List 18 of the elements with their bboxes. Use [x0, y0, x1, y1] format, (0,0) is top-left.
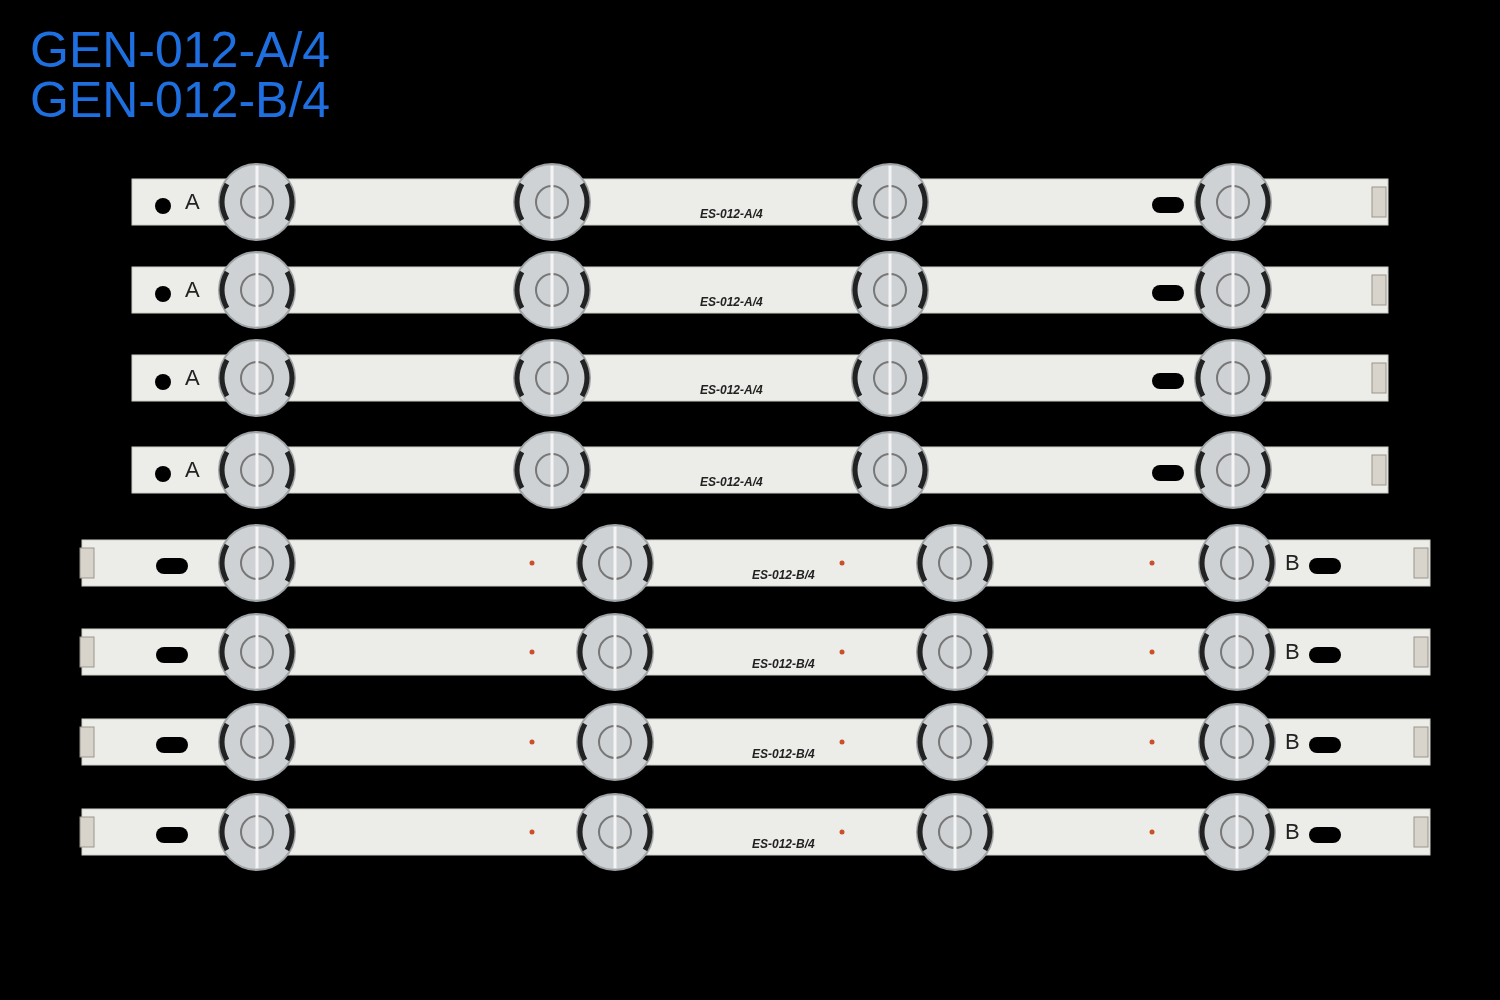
- strip-type-letter: B: [1285, 731, 1300, 753]
- part-number: ES-012-B/4: [752, 748, 815, 760]
- part-number: ES-012-B/4: [752, 838, 815, 850]
- strip-type-letter: B: [1285, 641, 1300, 663]
- strip-type-letter: A: [185, 459, 200, 481]
- strip-type-letter: A: [185, 191, 200, 213]
- strip-type-letter: A: [185, 279, 200, 301]
- part-number: ES-012-A/4: [700, 384, 763, 396]
- part-number: ES-012-B/4: [752, 569, 815, 581]
- part-number: ES-012-A/4: [700, 476, 763, 488]
- part-number: ES-012-A/4: [700, 296, 763, 308]
- model-number: GEN-012-B/4: [30, 75, 331, 125]
- strip-type-letter: A: [185, 367, 200, 389]
- model-number: GEN-012-A/4: [30, 25, 331, 75]
- part-number: ES-012-A/4: [700, 208, 763, 220]
- part-number: ES-012-B/4: [752, 658, 815, 670]
- strip-type-letter: B: [1285, 552, 1300, 574]
- strip-type-letter: B: [1285, 821, 1300, 843]
